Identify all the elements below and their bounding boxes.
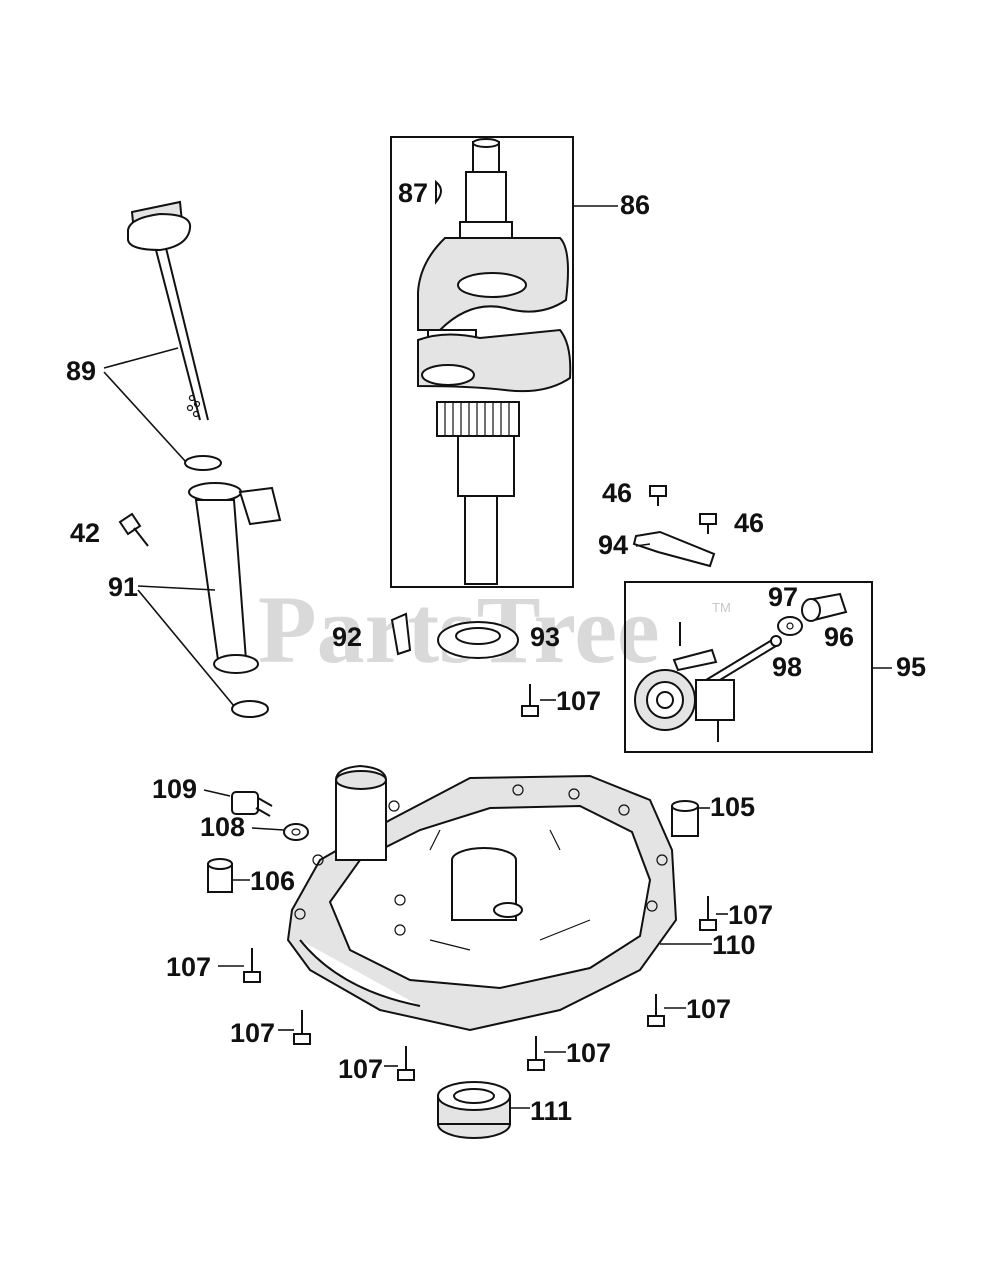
crankcase-cover-part[interactable] [286, 764, 678, 1032]
bolt-107g-part[interactable] [397, 1046, 415, 1081]
callout-97[interactable]: 97 [768, 582, 798, 612]
crankshaft-part[interactable] [417, 138, 572, 585]
callout-96[interactable]: 96 [824, 622, 854, 652]
bolt-46a-part[interactable] [649, 485, 667, 506]
bolt-46b-part[interactable] [699, 513, 717, 534]
leader-108 [251, 827, 285, 831]
callout-93[interactable]: 93 [530, 622, 560, 652]
callout-42[interactable]: 42 [70, 518, 100, 548]
callout-95[interactable]: 95 [896, 652, 926, 682]
dowel-105-part[interactable] [671, 800, 699, 837]
callout-87[interactable]: 87 [398, 178, 428, 208]
governor-group [624, 581, 892, 753]
callout-107f[interactable]: 107 [566, 1038, 611, 1068]
callout-110[interactable]: 110 [712, 930, 756, 960]
bracket-part[interactable] [632, 530, 716, 568]
oil-seal-part[interactable] [437, 1081, 511, 1139]
plug-109-part[interactable] [231, 791, 273, 817]
washer-97-part[interactable] [777, 616, 803, 636]
callout-86[interactable]: 86 [620, 190, 650, 220]
governor-part[interactable] [634, 622, 777, 742]
bolt-107c-part[interactable] [243, 948, 261, 983]
dowel-106-part[interactable] [207, 858, 233, 893]
crankshaft-frame [390, 136, 574, 588]
callout-106[interactable]: 106 [250, 866, 295, 896]
callout-109[interactable]: 109 [152, 774, 197, 804]
tube-oring[interactable] [231, 700, 269, 718]
callout-98[interactable]: 98 [772, 652, 802, 682]
ring-98-part[interactable] [770, 635, 782, 647]
callout-46a[interactable]: 46 [602, 478, 632, 508]
callout-89[interactable]: 89 [66, 356, 96, 386]
dipstick-oring[interactable] [184, 455, 222, 471]
callout-94[interactable]: 94 [598, 530, 628, 560]
bolt-107f-part[interactable] [527, 1036, 545, 1071]
key-part[interactable] [435, 179, 442, 205]
clip-part[interactable] [390, 612, 412, 656]
callout-91[interactable]: 91 [108, 572, 138, 602]
washer-108-part[interactable] [283, 823, 309, 841]
callout-107g[interactable]: 107 [338, 1054, 383, 1084]
bolt-107d-part[interactable] [647, 994, 665, 1027]
leader-109 [203, 789, 231, 797]
leader-94 [635, 543, 651, 547]
callout-107d[interactable]: 107 [686, 994, 731, 1024]
callout-107a[interactable]: 107 [556, 686, 601, 716]
leaders-91 [137, 585, 235, 707]
bolt-107a-part[interactable] [521, 684, 539, 717]
watermark-tm: TM [712, 600, 731, 615]
sleeve-96-part[interactable] [801, 592, 848, 622]
callout-105[interactable]: 105 [710, 792, 755, 822]
leaders-89 [103, 347, 187, 463]
callout-111[interactable]: 111 [530, 1096, 572, 1126]
bolt-107b-part[interactable] [699, 896, 717, 931]
washer-part[interactable] [437, 621, 519, 659]
bolt-42-part[interactable] [118, 512, 149, 547]
callout-107b[interactable]: 107 [728, 900, 773, 930]
callout-92[interactable]: 92 [332, 622, 362, 652]
bolt-107e-part[interactable] [293, 1010, 311, 1045]
callout-46b[interactable]: 46 [734, 508, 764, 538]
dipstick-tube-part[interactable] [188, 482, 282, 674]
callout-108[interactable]: 108 [200, 812, 245, 842]
crankshaft-group [390, 136, 618, 588]
dipstick-part[interactable] [127, 200, 209, 421]
governor-frame [624, 581, 873, 753]
callout-107e[interactable]: 107 [230, 1018, 275, 1048]
callout-107c[interactable]: 107 [166, 952, 211, 982]
